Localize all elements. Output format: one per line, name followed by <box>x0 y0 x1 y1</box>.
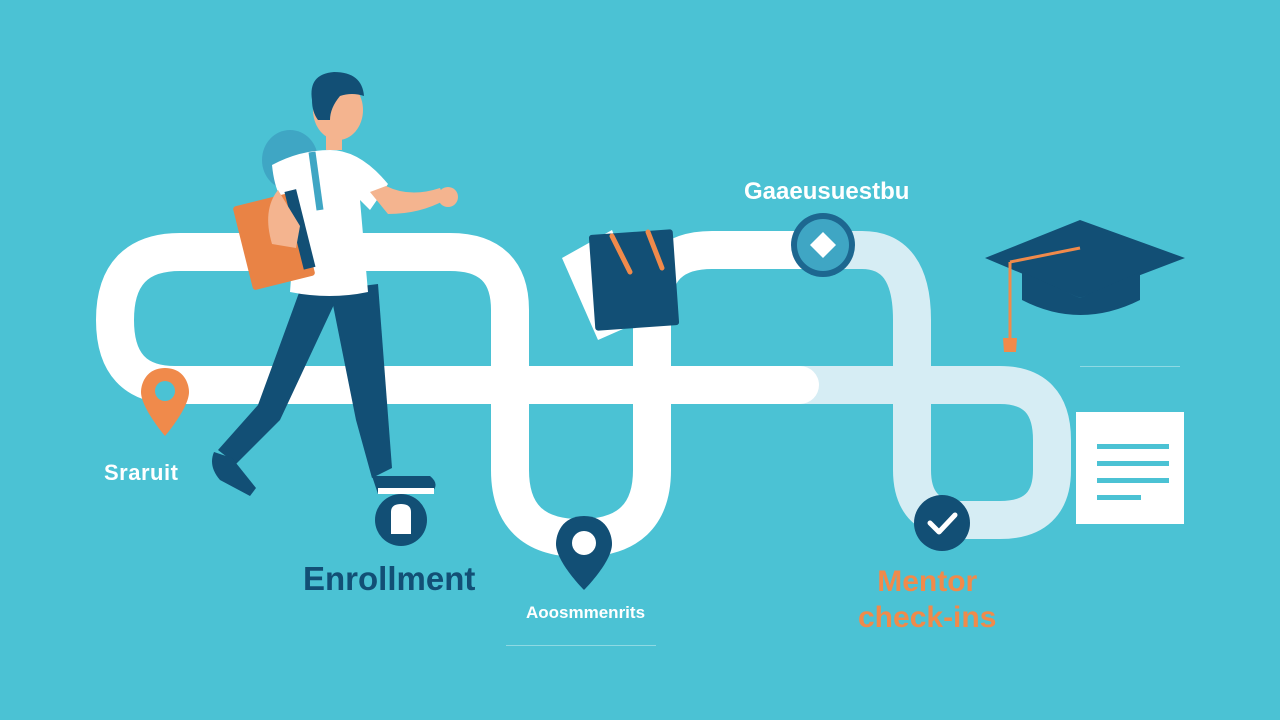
graduation-cap-icon <box>985 220 1185 352</box>
mentor-label-line2: check-ins <box>858 601 997 634</box>
graduation-milestone-node <box>791 213 855 277</box>
mentor-milestone-node <box>914 495 970 551</box>
location-pin-icon <box>141 368 189 436</box>
cap-shadow-line <box>1080 366 1180 367</box>
diamond-icon <box>810 232 836 258</box>
mentor-label-line1: Mentor <box>877 565 978 598</box>
start-label: Sraruit <box>104 460 179 485</box>
assessments-underline <box>506 645 656 646</box>
student-walking <box>212 72 458 496</box>
enrollment-milestone-node <box>375 494 427 546</box>
backpack-icon <box>391 504 411 534</box>
assessments-pin-node <box>556 516 612 590</box>
mentor-label: Mentor check-ins <box>858 564 996 636</box>
graduation-label: Gaaeusuestbu <box>744 178 910 205</box>
bag-icon <box>562 229 680 340</box>
document-icon <box>1076 412 1184 524</box>
journey-path <box>96 231 839 557</box>
checkmark-icon <box>927 512 958 535</box>
enrollment-label: Enrollment <box>303 560 476 597</box>
assessments-label: Aoosmmenrits <box>526 603 646 622</box>
